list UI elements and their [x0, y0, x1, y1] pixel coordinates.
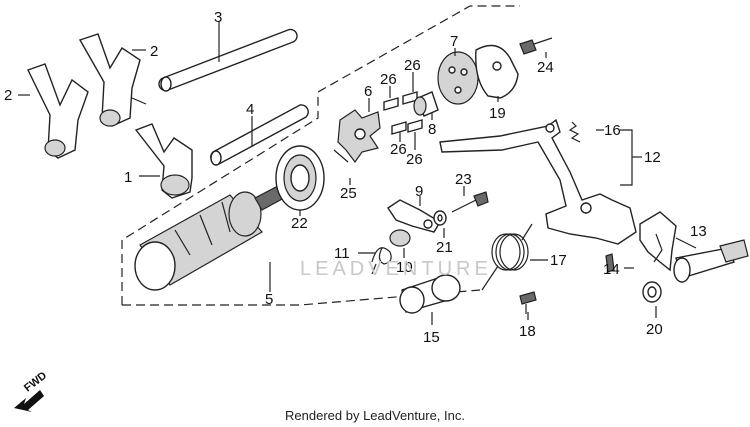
bolt-24 — [519, 37, 553, 55]
washer-21 — [433, 210, 447, 226]
fwd-arrow-icon — [14, 390, 44, 412]
stopper-arm — [387, 199, 441, 233]
part-label-26-d: 26 — [406, 151, 423, 168]
part-label-12: 12 — [644, 149, 661, 166]
part-label-3: 3 — [214, 9, 222, 26]
spring-16 — [568, 121, 581, 143]
return-spring-11 — [371, 247, 392, 275]
part-label-5: 5 — [265, 291, 273, 308]
cam-plate — [475, 44, 519, 99]
credit-line: Rendered by LeadVenture, Inc. — [285, 408, 465, 423]
watermark: LEADVENTURE — [300, 258, 492, 280]
part-label-26-a: 26 — [380, 71, 397, 88]
part-label-1: 1 — [124, 169, 132, 186]
collar-10 — [389, 229, 411, 247]
gearshift-spindle — [639, 211, 749, 283]
part-label-25: 25 — [340, 185, 357, 202]
gearshift-arm — [439, 118, 637, 245]
part-label-13: 13 — [690, 223, 707, 240]
part-label-7: 7 — [450, 33, 458, 50]
pins-26 — [383, 91, 423, 135]
bolt-18 — [519, 291, 537, 314]
part-label-26-c: 26 — [390, 141, 407, 158]
spring-14 — [605, 253, 615, 273]
shift-fork-left — [27, 63, 89, 159]
part-label-9: 9 — [415, 183, 423, 200]
part-label-22: 22 — [291, 215, 308, 232]
leader-lines — [18, 22, 697, 325]
part-label-16: 16 — [604, 122, 621, 139]
part-label-21: 21 — [436, 239, 453, 256]
collar — [413, 91, 439, 117]
bolt-23 — [451, 191, 489, 213]
part-label-8: 8 — [428, 121, 436, 138]
part-label-14: 14 — [603, 261, 620, 278]
part-label-24: 24 — [537, 59, 554, 76]
bearing — [275, 145, 325, 211]
part-label-19: 19 — [489, 105, 506, 122]
part-label-20: 20 — [646, 321, 663, 338]
part-label-4: 4 — [246, 101, 254, 118]
drum-cam-plate — [437, 51, 479, 105]
return-spring-17 — [481, 223, 533, 291]
shift-fork-right — [78, 33, 147, 127]
part-numbers: 3 2 2 4 1 5 22 25 6 26 26 26 26 8 7 19 2… — [4, 9, 707, 346]
pin — [333, 149, 349, 163]
shift-fork-center — [134, 123, 193, 199]
part-label-2-right: 2 — [150, 43, 158, 60]
part-label-15: 15 — [423, 329, 440, 346]
part-label-18: 18 — [519, 323, 536, 340]
shift-fork-shaft-middle — [210, 104, 309, 166]
shift-fork-shaft-top — [158, 28, 298, 92]
drum-stopper-plate — [337, 109, 381, 164]
part-label-6: 6 — [364, 83, 372, 100]
collar-15 — [399, 274, 461, 314]
part-label-10: 10 — [396, 259, 413, 276]
assembly-boundary — [121, 5, 520, 305]
part-label-11: 11 — [334, 245, 350, 262]
washer-20 — [642, 281, 662, 303]
part-label-17: 17 — [550, 252, 567, 269]
part-label-23: 23 — [455, 171, 472, 188]
part-label-26-b: 26 — [404, 57, 421, 74]
part-label-2-left: 2 — [4, 87, 12, 104]
shift-drum — [134, 185, 285, 291]
